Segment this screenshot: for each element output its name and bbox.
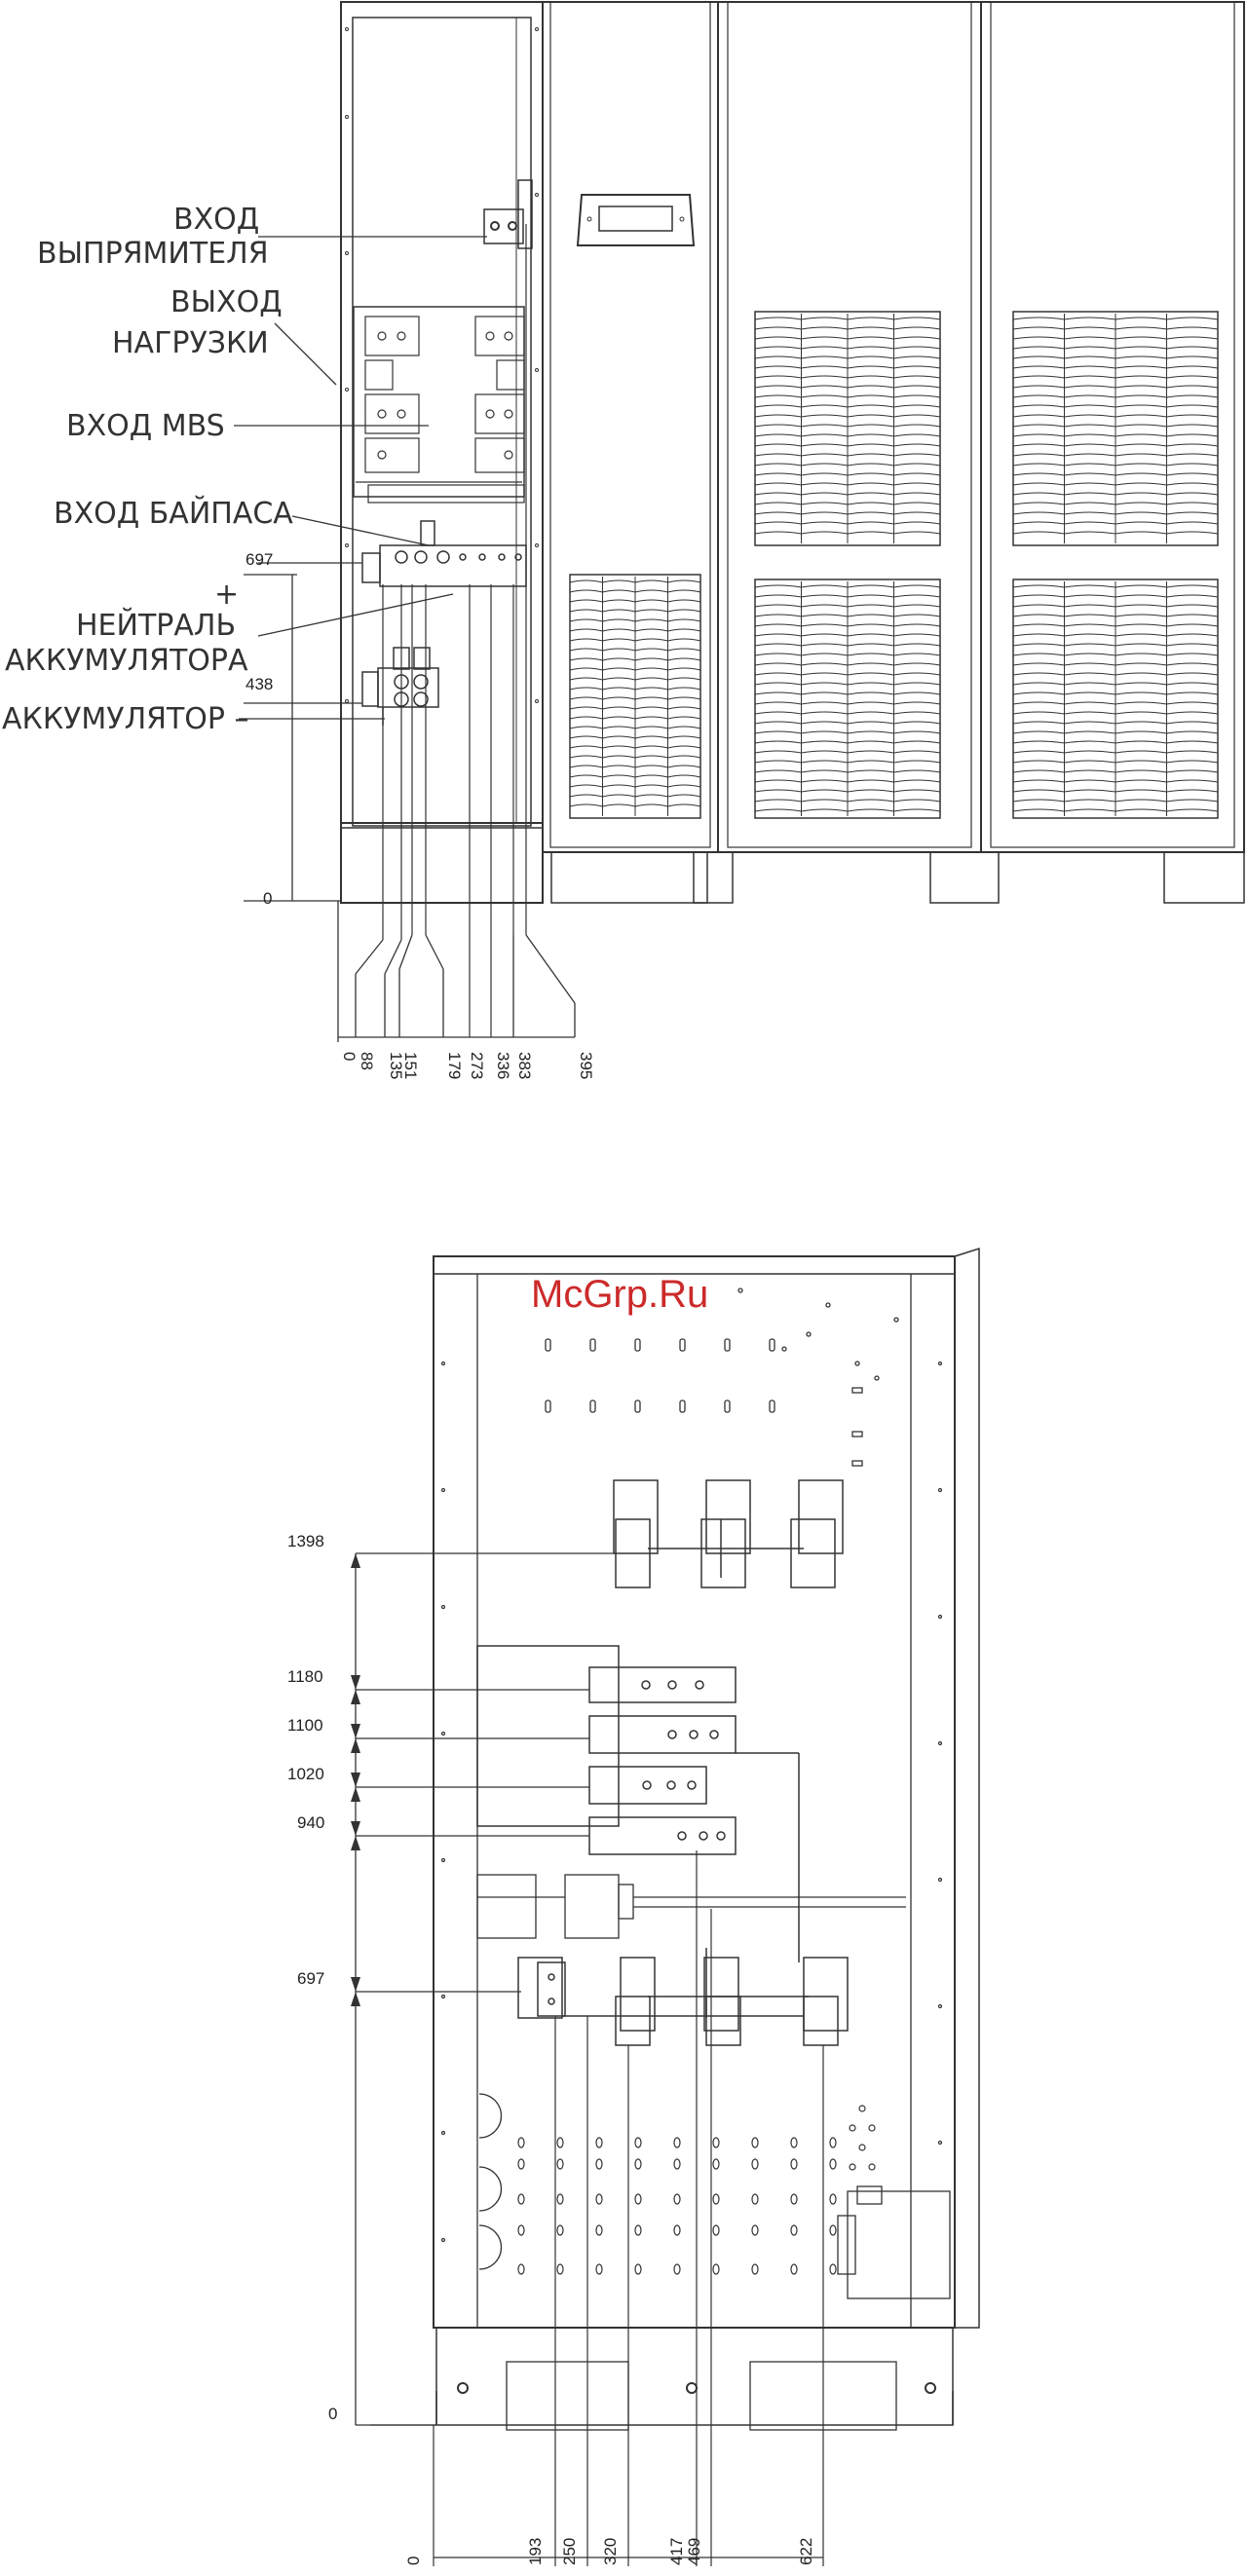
height-mark-1020: 1020 [287, 1765, 324, 1783]
load-output-label-1: ВЫХОД [170, 285, 283, 319]
width-mark-b-417: 417 [667, 2538, 686, 2565]
busbar-stack [477, 1646, 799, 1962]
height-mark-697: 697 [246, 550, 273, 569]
height-mark-1398: 1398 [287, 1532, 324, 1550]
battery-neutral-label-1: НЕЙТРАЛЬ [76, 608, 236, 643]
top-view-labels: ВХОД ВЫПРЯМИТЕЛЯ ВЫХОД НАГРУЗКИ ВХОД MBS… [2, 203, 293, 908]
width-mark-b-0: 0 [404, 2557, 423, 2565]
ups-cabinet-4 [981, 2, 1244, 903]
mbs-input-label: ВХОД MBS [66, 409, 225, 443]
width-mark-b-469: 469 [685, 2538, 703, 2565]
top-width-dimension [338, 901, 575, 1042]
top-cabinet-view [234, 2, 1244, 1042]
height-mark-1100: 1100 [287, 1716, 323, 1735]
height-mark-697b: 697 [297, 1969, 324, 1988]
height-mark-1180: 1180 [287, 1667, 323, 1686]
rectifier-input-label-2: ВЫПРЯМИТЕЛЯ [37, 237, 269, 271]
width-mark-0: 0 [340, 1052, 359, 1061]
display-panel [578, 195, 694, 245]
bottom-view-labels: 1398 1180 1100 1020 940 697 0 [287, 1532, 337, 2423]
height-mark-438: 438 [246, 675, 273, 693]
height-mark-0: 0 [263, 889, 272, 908]
height-mark-940: 940 [297, 1813, 324, 1832]
battery-neutral-label-2: АККУМУЛЯТОРА [5, 644, 248, 678]
bypass-lugs-1398 [614, 1480, 843, 1587]
width-mark-b-193: 193 [526, 2538, 545, 2565]
width-mark-383: 383 [515, 1052, 534, 1079]
width-mark-395: 395 [577, 1052, 595, 1079]
width-mark-151: 151 [401, 1052, 420, 1079]
width-mark-b-320: 320 [601, 2538, 620, 2565]
width-mark-88: 88 [358, 1052, 376, 1070]
width-mark-336: 336 [494, 1052, 512, 1079]
width-mark-b-250: 250 [560, 2538, 579, 2565]
plus-sign: + [214, 578, 239, 612]
rectifier-input-label-1: ВХОД [173, 203, 259, 237]
battery-minus-label: АККУМУЛЯТОР – [2, 702, 249, 736]
wiring-cabinet [341, 2, 543, 1037]
bottom-cabinet-view [351, 1249, 979, 2566]
width-mark-b-622: 622 [797, 2538, 815, 2565]
watermark: McGrp.Ru [531, 1273, 708, 1316]
load-output-label-2: НАГРУЗКИ [112, 326, 269, 360]
bypass-input-label: ВХОД БАЙПАСА [54, 496, 293, 531]
width-mark-273: 273 [468, 1052, 486, 1079]
top-height-dimension [244, 575, 362, 901]
width-mark-179: 179 [445, 1052, 464, 1079]
ups-cabinet-display [543, 2, 718, 903]
bottom-height-dimension [356, 1553, 614, 2425]
ups-cabinet-3 [694, 2, 999, 903]
height-mark-0b: 0 [328, 2405, 337, 2423]
